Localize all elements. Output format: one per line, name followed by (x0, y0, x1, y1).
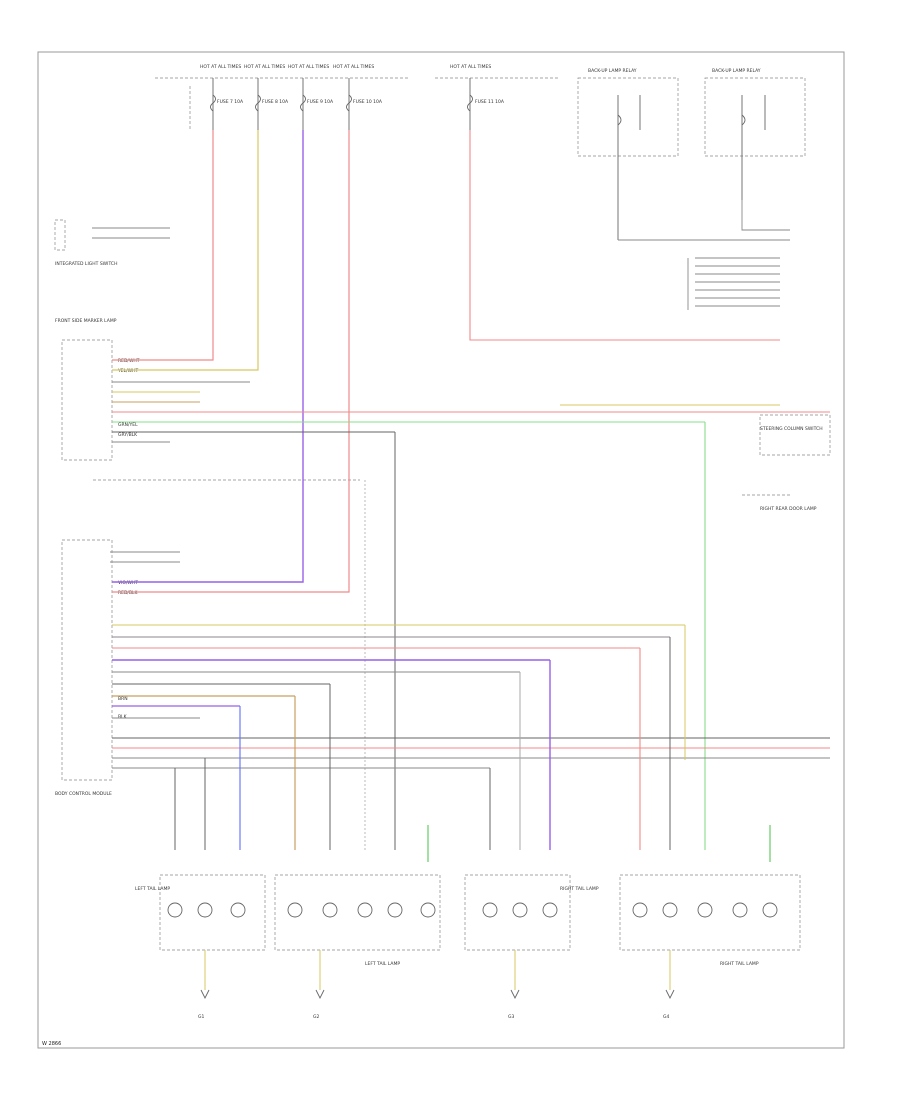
integrated-light-switch: INTEGRATED LIGHT SWITCH (54, 219, 170, 267)
relay-right-header: BACK-UP LAMP RELAY (712, 68, 761, 74)
tail-lamp-4-label: RIGHT TAIL LAMP (720, 961, 759, 967)
relay-right-output (741, 200, 790, 231)
relay-left-header: BACK-UP LAMP RELAY (588, 68, 637, 74)
wire-code-grn-yel: GRN/YEL (118, 422, 138, 428)
ground-1: G1 (198, 950, 210, 1020)
tail-lamp-4: RIGHT TAIL LAMP (619, 874, 801, 967)
page-code: W 2866 (42, 1041, 61, 1047)
wire-red-fuse10 (112, 130, 350, 593)
right-rear-door-module: RIGHT REAR DOOR LAMP (742, 494, 817, 512)
relay-right: BACK-UP LAMP RELAY (704, 68, 806, 200)
tail-lamp-2: LEFT TAIL LAMP (274, 874, 441, 967)
tail-lamp-3: RIGHT TAIL LAMP (464, 874, 599, 951)
fuse-block-right: HOT AT ALL TIMES FUSE 11 10A (435, 64, 560, 130)
ground-3-label: G3 (508, 1014, 514, 1020)
ground-3: G3 (508, 950, 520, 1020)
wire-red-fuse7 (112, 130, 214, 361)
fuse-8-label: FUSE 8 10A (262, 99, 289, 105)
front-side-marker-label: FRONT SIDE MARKER LAMP (55, 318, 117, 324)
wire-code-red-wht: RED/WHT (118, 358, 140, 364)
wire-code-vio-wht: VIO/WHT (118, 580, 138, 586)
steering-column-switch-label: STEERING COLUMN SWITCH (760, 426, 823, 432)
fuse-9-header: HOT AT ALL TIMES (288, 64, 329, 70)
right-connector-bundle (687, 257, 780, 310)
tail-lamp-1: LEFT TAIL LAMP (135, 874, 266, 951)
wire-yellow-fuse8 (112, 130, 259, 371)
integrated-light-switch-label: INTEGRATED LIGHT SWITCH (55, 261, 117, 267)
wire-code-blk: BLK (118, 714, 128, 720)
front-side-marker-module: FRONT SIDE MARKER LAMP (55, 318, 360, 481)
fuse-block-left: HOT AT ALL TIMES FUSE 7 10A HOT AT ALL T… (155, 64, 410, 130)
fuse-8-header: HOT AT ALL TIMES (244, 64, 285, 70)
ground-4-label: G4 (663, 1014, 669, 1020)
fuse-11-label: FUSE 11 10A (475, 99, 505, 105)
fuse-10-header: HOT AT ALL TIMES (333, 64, 374, 70)
tail-lamp-1-label: LEFT TAIL LAMP (135, 886, 170, 892)
wire-code-brn: BRN (118, 696, 128, 702)
fuse-7-label: FUSE 7 10A (217, 99, 244, 105)
fuse-11-header: HOT AT ALL TIMES (450, 64, 491, 70)
right-rear-door-label: RIGHT REAR DOOR LAMP (760, 506, 817, 512)
wire-code-yel-wht: YEL/WHT (117, 368, 138, 374)
fuse-10-label: FUSE 10 10A (353, 99, 383, 105)
fuse-9-label: FUSE 9 10A (307, 99, 334, 105)
fuse-7: HOT AT ALL TIMES FUSE 7 10A (200, 64, 244, 130)
tail-lamp-3-label: RIGHT TAIL LAMP (560, 886, 599, 892)
ground-2: G2 (313, 950, 325, 1020)
fuse-8: HOT AT ALL TIMES FUSE 8 10A (244, 64, 289, 130)
wire-code-red-blk: RED/BLK (118, 590, 139, 596)
ground-2-label: G2 (313, 1014, 319, 1020)
wire-red-fuse11 (469, 130, 780, 341)
diagram-frame (37, 51, 845, 1049)
steering-column-switch: STEERING COLUMN SWITCH (759, 414, 831, 456)
ground-1-label: G1 (198, 1014, 204, 1020)
wire-violet-fuse9 (112, 130, 304, 583)
fuse-9: HOT AT ALL TIMES FUSE 9 10A (288, 64, 334, 130)
fuse-7-header: HOT AT ALL TIMES (200, 64, 241, 70)
relay-left: BACK-UP LAMP RELAY (577, 68, 679, 240)
body-control-module-label: BODY CONTROL MODULE (55, 791, 112, 797)
wire-code-gry-blk: GRY/BLK (118, 432, 138, 438)
fuse-10: HOT AT ALL TIMES FUSE 10 10A (333, 64, 383, 130)
tail-lamp-2-label: LEFT TAIL LAMP (365, 961, 400, 967)
ground-4: G4 (663, 950, 675, 1020)
